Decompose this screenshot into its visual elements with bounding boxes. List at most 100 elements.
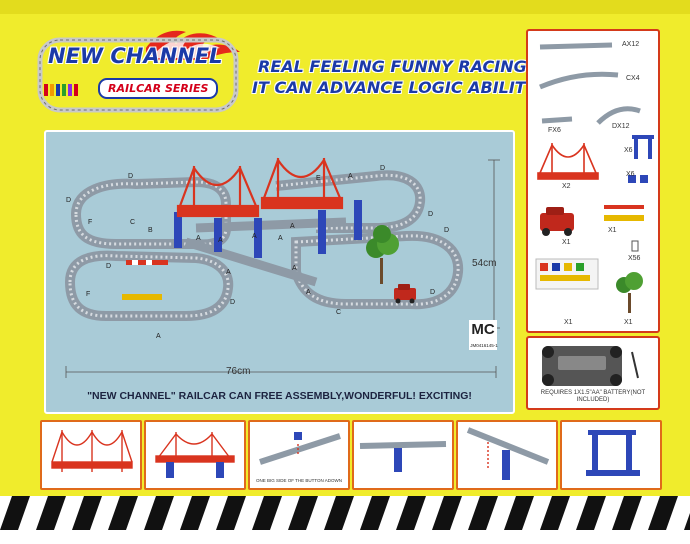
part-curved-track xyxy=(539,71,619,90)
checker-square xyxy=(540,496,570,530)
flame-icon xyxy=(37,30,240,113)
track-letter-d: D xyxy=(428,211,433,218)
assembly-steps: ONE BIG SIDE OF THE BUTTON ADOWN xyxy=(38,420,662,490)
checker-square xyxy=(288,496,318,530)
track-letter-f: F xyxy=(86,291,90,298)
part-label-pillar: X6 xyxy=(624,147,633,154)
checker-square xyxy=(180,496,210,530)
height-label: 54cm xyxy=(472,258,497,269)
assembly-step-3: ONE BIG SIDE OF THE BUTTON ADOWN xyxy=(248,420,350,490)
checker-square xyxy=(36,496,66,530)
part-tree-icon xyxy=(616,272,643,313)
tagline-line-2: IT CAN ADVANCE LOGIC ABILITY xyxy=(252,78,538,97)
brand-subtitle: RAILCAR SERIES xyxy=(98,78,219,99)
assembly-step-1 xyxy=(40,420,142,490)
part-pillar-base-icon xyxy=(628,175,648,183)
track-letter-d: D xyxy=(106,263,111,270)
part-railcar-icon xyxy=(540,207,574,236)
track-letter-e: E xyxy=(316,175,321,182)
scene-caption: "NEW CHANNEL" RAILCAR CAN FREE ASSEMBLY,… xyxy=(87,390,472,402)
assembly-step-4 xyxy=(352,420,454,490)
checker-square xyxy=(0,496,30,530)
box-top-edge xyxy=(0,0,690,14)
checker-square xyxy=(72,496,102,530)
part-short-track xyxy=(541,116,573,124)
track-letter-c: C xyxy=(130,219,135,226)
track-letter-f: F xyxy=(88,219,92,226)
part-support-pillar-icon xyxy=(632,135,654,159)
track-letter-a: A xyxy=(306,289,311,296)
checker-square xyxy=(360,496,390,530)
part-sticker-sheet-icon xyxy=(535,258,599,290)
checker-square xyxy=(252,496,282,530)
part-label-tree: X1 xyxy=(624,319,633,326)
checker-square xyxy=(216,496,246,530)
checker-square xyxy=(396,496,426,530)
track-letter-d: D xyxy=(66,197,71,204)
part-label-railcar: X1 xyxy=(562,239,571,246)
part-label-bridge: X2 xyxy=(562,183,571,190)
checker-square xyxy=(432,496,462,530)
assembly-step-6 xyxy=(560,420,662,490)
part-bridge-icon xyxy=(537,143,599,180)
suspension-bridge xyxy=(176,157,344,218)
track-letter-a: A xyxy=(226,269,231,276)
checker-square xyxy=(468,496,498,530)
part-barrier-signs-icon xyxy=(604,205,644,221)
checker-square xyxy=(684,513,690,530)
checker-square xyxy=(576,496,606,530)
mc-brand-mark: MC JM0416145-1 xyxy=(469,320,498,350)
battery-panel: REQUIRES 1X1.5"AA" BATTERY(NOT INCLUDED) xyxy=(526,336,660,410)
track-letter-a: A xyxy=(290,223,295,230)
assembly-step-3-note: ONE BIG SIDE OF THE BUTTON ADOWN xyxy=(255,478,343,483)
track-letter-a: A xyxy=(252,233,257,240)
railcar-icon xyxy=(394,284,416,304)
track-letter-a: A xyxy=(218,237,223,244)
part-label-cx4: CX4 xyxy=(626,75,640,82)
checker-square xyxy=(648,496,678,530)
battery-requirement: REQUIRES 1X1.5"AA" BATTERY(NOT INCLUDED) xyxy=(540,390,646,403)
mc-code: JM0416145-1 xyxy=(470,343,498,348)
track-letter-a: A xyxy=(292,265,297,272)
car-underside-icon xyxy=(542,346,639,386)
track-letter-d: D xyxy=(128,173,133,180)
track-letter-d: D xyxy=(444,227,449,234)
part-label-ax12: AX12 xyxy=(622,41,640,48)
track-letter-d: D xyxy=(230,299,235,306)
assembly-step-5 xyxy=(456,420,558,490)
parts-drawings xyxy=(535,42,654,313)
screwdriver-icon xyxy=(631,351,639,379)
part-label-pillar-base: X6 xyxy=(626,171,635,178)
part-label-sticker-sheet: X1 xyxy=(564,319,573,326)
checker-square xyxy=(324,496,354,530)
track-letter-c: C xyxy=(336,309,341,316)
tagline: REAL FEELING FUNNY RACING IT CAN ADVANCE… xyxy=(252,56,537,98)
part-small-pieces-icon xyxy=(631,240,639,252)
checker-square xyxy=(108,496,138,530)
width-label: 76cm xyxy=(226,366,251,377)
tagline-line-1: REAL FEELING FUNNY RACING xyxy=(258,57,527,76)
part-label-small-pieces: X56 xyxy=(628,255,641,262)
track-layout-scene: D D F C B A A A A A E A D D D D C D F A … xyxy=(44,130,515,414)
part-label-barrier-signs: X1 xyxy=(608,227,617,234)
part-label-dx12: DX12 xyxy=(612,123,630,130)
track-letter-a: A xyxy=(196,235,201,242)
part-label-fx6: FX6 xyxy=(548,127,561,134)
track-layout-drawing: D D F C B A A A A A E A D D D D C D F A … xyxy=(64,157,500,378)
assembly-step-2 xyxy=(144,420,246,490)
track-letter-d: D xyxy=(380,165,385,172)
brand-title: NEW CHANNEL xyxy=(48,44,223,68)
checker-square xyxy=(144,496,174,530)
checker-square xyxy=(612,496,642,530)
track-letter-a: A xyxy=(156,333,161,340)
track-letter-a: A xyxy=(278,235,283,242)
mc-logo: MC xyxy=(471,321,495,338)
part-straight-track xyxy=(539,42,613,50)
parts-list-panel: AX12 CX4 FX6 DX12 X6 X2 X6 X1 X1 X1 X56 … xyxy=(526,29,660,333)
checkered-flag-band xyxy=(0,496,690,530)
track-letter-a: A xyxy=(348,173,353,180)
barrier-sign-icon xyxy=(122,260,168,300)
box-bottom-edge xyxy=(0,530,690,544)
checker-square xyxy=(504,496,534,530)
track-letter-b: B xyxy=(148,227,153,234)
